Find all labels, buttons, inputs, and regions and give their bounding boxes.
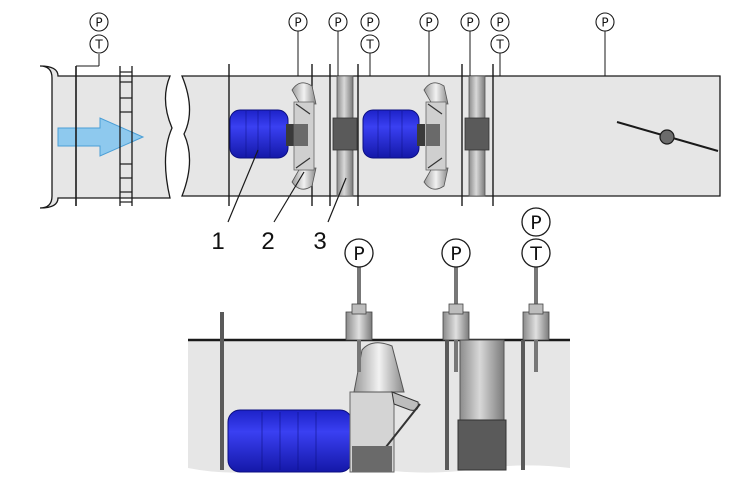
pressure-symbol: P bbox=[595, 12, 615, 32]
svg-text:P: P bbox=[95, 16, 102, 30]
temperature-symbol: T bbox=[490, 34, 510, 54]
pressure-symbol: P bbox=[460, 12, 480, 32]
temperature-symbol: T bbox=[521, 238, 551, 268]
axial-fan-impeller-icon bbox=[423, 82, 449, 190]
svg-text:T: T bbox=[529, 243, 542, 265]
pressure-symbol: P bbox=[441, 238, 471, 268]
measurement-probe-icon bbox=[522, 267, 550, 372]
temperature-symbol: T bbox=[89, 34, 109, 54]
pressure-symbol: P bbox=[490, 12, 510, 32]
callout-3: 3 bbox=[313, 228, 326, 255]
svg-text:P: P bbox=[496, 16, 503, 30]
svg-text:P: P bbox=[450, 243, 461, 265]
pressure-symbol: P bbox=[328, 12, 348, 32]
svg-text:T: T bbox=[365, 38, 374, 52]
measurement-probe-icon bbox=[345, 267, 373, 372]
svg-text:T: T bbox=[495, 38, 504, 52]
top-sensor-labels: P T P P P T P bbox=[76, 12, 615, 76]
axial-fan-impeller-icon bbox=[291, 82, 317, 190]
svg-text:T: T bbox=[94, 38, 103, 52]
pressure-symbol: P bbox=[288, 12, 308, 32]
callout-1: 1 bbox=[211, 228, 224, 255]
callout-2: 2 bbox=[261, 228, 274, 255]
svg-text:P: P bbox=[366, 16, 373, 30]
component-callouts: 1 2 3 bbox=[211, 149, 347, 255]
svg-text:P: P bbox=[466, 16, 473, 30]
flow-straightener bbox=[119, 66, 133, 206]
pressure-symbol: P bbox=[521, 207, 551, 237]
svg-text:P: P bbox=[601, 16, 608, 30]
svg-text:P: P bbox=[530, 212, 541, 234]
pressure-symbol: P bbox=[419, 12, 439, 32]
svg-text:P: P bbox=[353, 243, 364, 265]
pressure-symbol: P bbox=[89, 12, 109, 32]
svg-text:P: P bbox=[334, 16, 341, 30]
measurement-probe-icon bbox=[442, 267, 470, 372]
temperature-symbol: T bbox=[360, 34, 380, 54]
axial-fan-impeller-icon bbox=[349, 342, 421, 473]
main-duct-section bbox=[181, 64, 721, 206]
svg-text:P: P bbox=[425, 16, 432, 30]
electric-motor-icon bbox=[227, 409, 353, 473]
svg-text:P: P bbox=[294, 16, 301, 30]
pressure-symbol: P bbox=[344, 238, 374, 268]
inlet-duct-section bbox=[39, 65, 173, 209]
electric-motor-icon bbox=[229, 109, 294, 159]
pressure-symbol: P bbox=[360, 12, 380, 32]
flow-direction-arrow-icon bbox=[57, 117, 145, 157]
detail-view: P P P T bbox=[188, 207, 570, 473]
electric-motor-icon bbox=[362, 109, 425, 159]
butterfly-damper-icon bbox=[616, 121, 719, 152]
